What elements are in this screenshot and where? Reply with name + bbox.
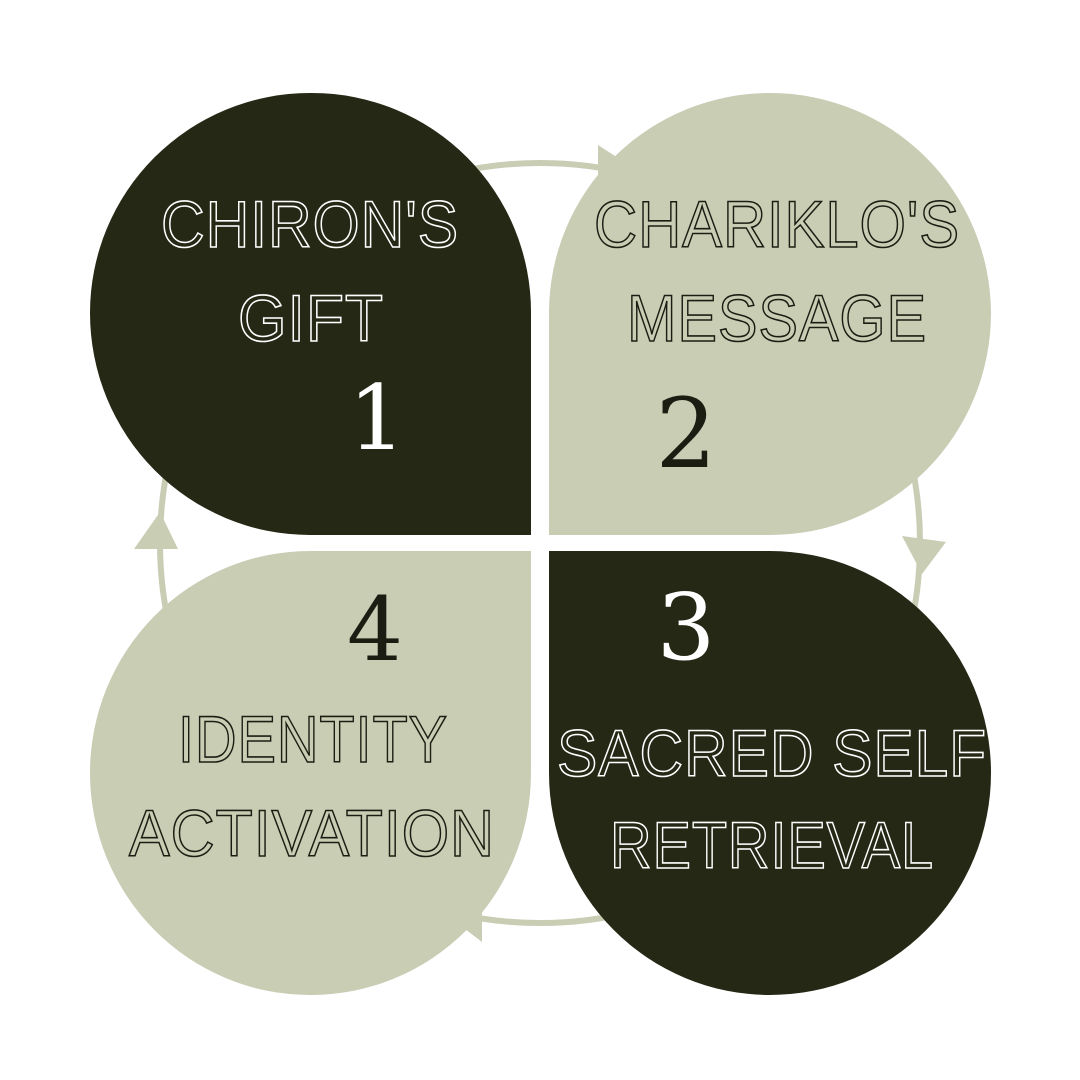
step-1-title-line2: GIFT: [238, 281, 384, 355]
step-2-petal: CHARIKLO'S MESSAGE 2: [549, 93, 991, 535]
arrow-2-to-3-icon: [902, 536, 946, 574]
step-1-petal: CHIRON'S GIFT 1: [90, 93, 532, 535]
step-1-shape: [90, 93, 532, 535]
step-3-number: 3: [657, 574, 716, 681]
step-1-title-line1: CHIRON'S: [161, 187, 459, 261]
step-4-number: 4: [347, 578, 403, 681]
step-2-shape: [549, 93, 991, 535]
step-3-title-line1: SACRED SELF: [557, 716, 987, 790]
step-4-title-line1: IDENTITY: [178, 702, 448, 776]
arrow-4-to-1-icon: [134, 512, 178, 549]
step-2-title-line2: MESSAGE: [627, 281, 927, 355]
step-4-shape: [90, 551, 531, 996]
step-3-petal: 3 SACRED SELF RETRIEVAL: [549, 551, 991, 995]
step-4-petal: 4 IDENTITY ACTIVATION: [90, 551, 531, 996]
step-2-title-line1: CHARIKLO'S: [594, 187, 960, 261]
step-3-shape: [549, 551, 991, 995]
step-1-number: 1: [348, 366, 405, 471]
step-4-title-line2: ACTIVATION: [129, 796, 495, 870]
step-2-number: 2: [655, 378, 716, 490]
step-3-title-line2: RETRIEVAL: [610, 808, 934, 882]
